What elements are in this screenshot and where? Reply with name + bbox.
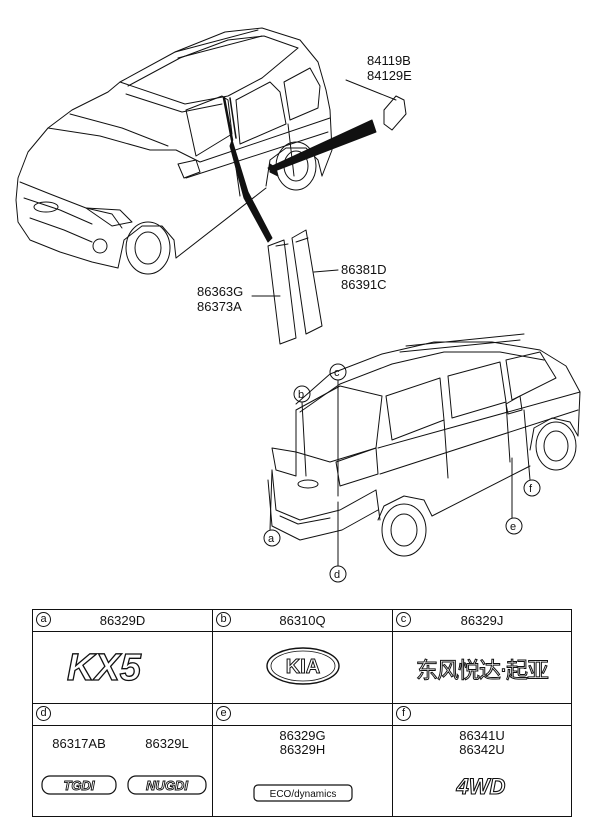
tgdi-emblem: TGDI [41, 775, 117, 795]
callout-fuel-lid-1: 84119B [367, 53, 411, 68]
legend-part-number: 86329D [99, 613, 146, 628]
svg-text:d: d [334, 569, 340, 581]
legend-cell-a: a 86329D KX5 [33, 610, 213, 704]
legend-cell-header: b 86310Q [213, 610, 392, 632]
legend-cell-b: b 86310Q KIA [213, 610, 393, 704]
fuel-lid-part [383, 95, 407, 131]
legend-cell-header: c 86329J [393, 610, 571, 632]
legend-cell-f: f 86341U 86342U 4WD [393, 704, 571, 816]
leader-wedge-fuel [267, 119, 377, 173]
callout-pillar-front-2: 86373A [197, 299, 242, 314]
svg-text:ECO/dynamics: ECO/dynamics [270, 789, 337, 800]
callout-letter-e: e [505, 517, 523, 535]
legend-part-number-nugdi: 86329L [145, 736, 189, 751]
legend-cell-header: f [393, 704, 571, 726]
legend-letter: e [216, 706, 231, 721]
svg-text:TGDI: TGDI [63, 778, 94, 793]
legend-cell-d: d 86317AB 86329L TGDI NUGDI [33, 704, 213, 816]
svg-text:a: a [268, 533, 275, 545]
legend-part-number: 86329J [460, 613, 504, 628]
rear-vehicle-illustration [267, 333, 581, 557]
legend-cell-e: e 86329G 86329H ECO/dynamics [213, 704, 393, 816]
callout-letter-c: c [329, 363, 347, 381]
legend-part-number-tgdi: 86317AB [52, 736, 106, 751]
pillar-trim-parts [267, 229, 323, 345]
legend-cell-header: d [33, 704, 212, 726]
emblem-legend-table: a 86329D KX5 b 86310Q KIA c 86329J [32, 609, 572, 817]
svg-text:NUGDI: NUGDI [146, 778, 188, 793]
svg-text:KX5: KX5 [67, 647, 142, 689]
legend-part-number-2: 86329H [279, 742, 326, 757]
legend-part-number-2: 86342U [459, 742, 505, 757]
legend-letter: a [36, 612, 51, 627]
callout-letter-a: a [263, 529, 281, 547]
legend-letter: b [216, 612, 231, 627]
svg-text:c: c [334, 367, 340, 379]
callout-letter-b: b [293, 385, 311, 403]
svg-text:4WD: 4WD [456, 774, 506, 799]
kia-badge-emblem: KIA [266, 647, 340, 685]
callout-pillar-front-1: 86363G [197, 284, 243, 299]
nugdi-emblem: NUGDI [127, 775, 207, 795]
callout-fuel-lid-2: 84129E [367, 68, 412, 83]
legend-letter: c [396, 612, 411, 627]
legend-part-number-1: 86341U [459, 728, 505, 743]
parts-diagram: 84119B 84129E 86381D 86391C 86363G 86373… [15, 27, 581, 583]
4wd-emblem: 4WD [455, 773, 506, 799]
eco-dynamics-emblem: ECO/dynamics [253, 784, 353, 802]
legend-part-number: 86310Q [279, 613, 326, 628]
callout-pillar-rear-1: 86381D [341, 262, 387, 277]
front-vehicle-illustration [15, 27, 333, 275]
legend-cell-header: a 86329D [33, 610, 212, 632]
legend-cell-header: e [213, 704, 392, 726]
legend-letter: d [36, 706, 51, 721]
legend-cell-c: c 86329J 东风悦达·起亚 [393, 610, 571, 704]
legend-part-number-1: 86329G [279, 728, 326, 743]
callout-pillar-rear-2: 86391C [341, 277, 387, 292]
legend-letter: f [396, 706, 411, 721]
svg-text:e: e [510, 521, 516, 533]
kx5-emblem: KX5 [66, 646, 142, 689]
leader-wedge-pillar [229, 139, 273, 243]
dongfeng-yueda-kia-emblem: 东风悦达·起亚 [416, 659, 550, 685]
svg-text:f: f [529, 483, 533, 495]
svg-text:b: b [298, 389, 304, 401]
callout-letter-d: d [329, 565, 347, 583]
svg-text:KIA: KIA [286, 656, 320, 678]
callout-letter-f: f [523, 479, 541, 497]
